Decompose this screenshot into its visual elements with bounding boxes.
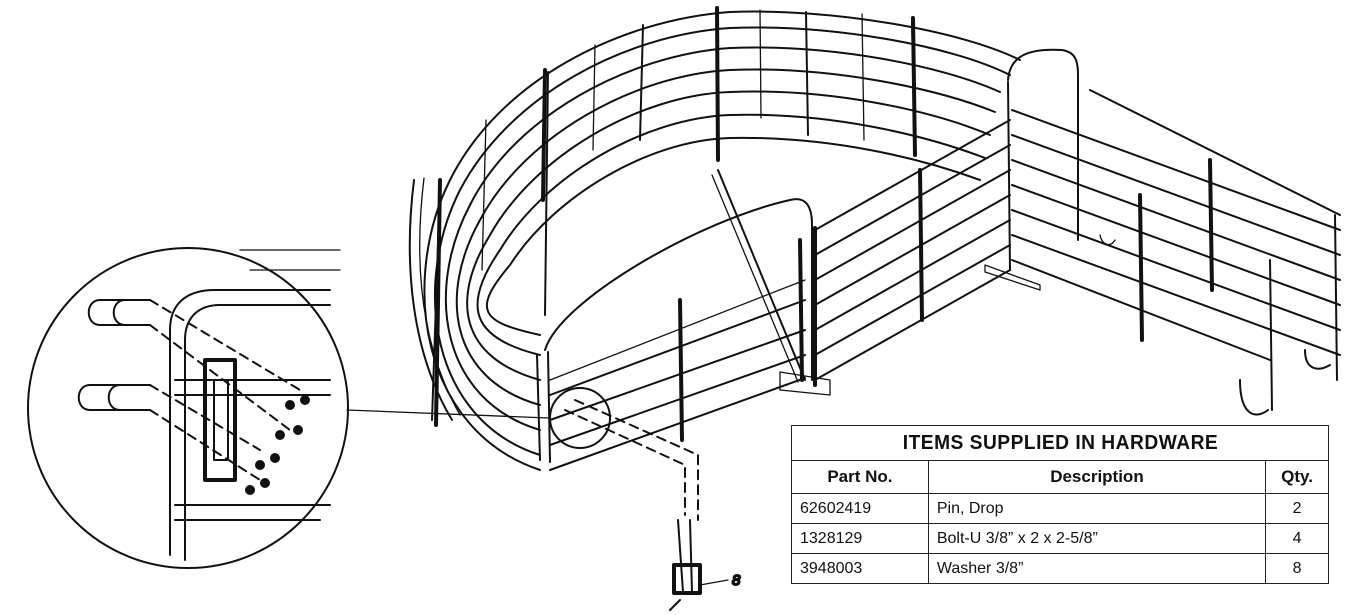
column-header-description: Description [927,460,1267,494]
description-cell: Washer 3/8” [927,553,1267,584]
quantity-cell: 4 [1265,523,1329,554]
table-row: 1328129 Bolt-U 3/8” x 2 x 2-5/8” 4 [791,523,1329,554]
table-row: 3948003 Washer 3/8” 8 [791,553,1329,584]
sweep-gate [536,169,831,471]
table-title: ITEMS SUPPLIED IN HARDWARE [801,425,1319,461]
table-row: 62602419 Pin, Drop 2 [791,493,1329,524]
hardware-table: ITEMS SUPPLIED IN HARDWARE Part No. Desc… [791,425,1329,584]
part-number-cell: 62602419 [791,493,929,524]
alley-panels [813,48,1341,416]
u-bolt-detail-view [27,247,349,569]
quantity-cell: 8 [1265,553,1329,584]
part-number-cell: 3948003 [791,553,929,584]
quantity-cell: 2 [1265,493,1329,524]
description-cell: Pin, Drop [927,493,1267,524]
detail-callout [346,387,611,449]
column-header-part-no: Part No. [791,460,929,494]
callout-number-8: 8 [732,572,741,589]
column-header-qty: Qty. [1265,460,1329,494]
part-number-cell: 1328129 [791,523,929,554]
drop-pin: 8 [564,399,742,611]
description-cell: Bolt-U 3/8” x 2 x 2-5/8” [927,523,1267,554]
round-pen-panels [408,6,1021,471]
